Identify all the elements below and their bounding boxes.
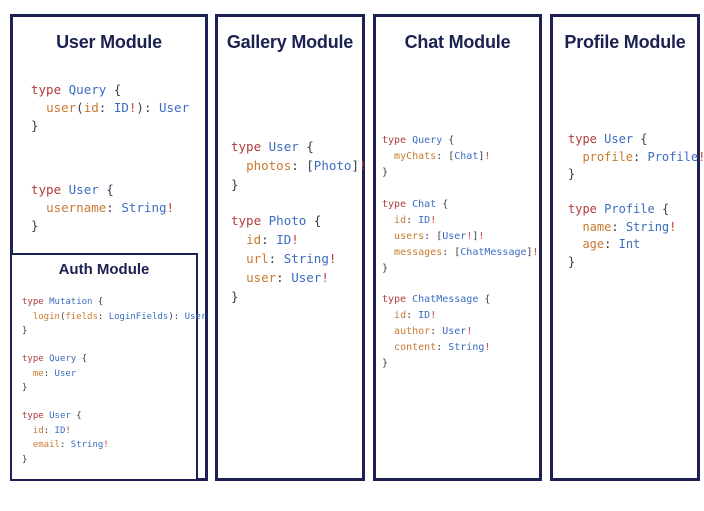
code-block: type User { id: ID! email: String! }	[22, 411, 109, 465]
code-block: type Query { myChats: [Chat]! }	[382, 135, 491, 178]
panel-title: Chat Module	[404, 32, 511, 52]
code-block: type User { photos: [Photo]! }	[231, 139, 367, 192]
panel-title: Gallery Module	[226, 32, 354, 52]
code-block: type Query { me: User }	[22, 354, 88, 393]
panel-gallery-module: Gallery Module type User { photos: [Phot…	[215, 14, 367, 481]
code-block: type Query { user(id: ID!): User }	[31, 82, 190, 133]
code-block: type Profile { name: String! age: Int }	[568, 202, 677, 269]
panel-title: Auth Module	[58, 261, 150, 278]
code-block: type User { profile: Profile! }	[568, 132, 704, 181]
panel-title: Profile Module	[564, 32, 686, 52]
code-block: type Mutation { login(fields: LoginField…	[22, 297, 207, 336]
panel-user-module: User Module type Query { user(id: ID!): …	[10, 14, 208, 481]
code-block: type ChatMessage { id: ID! author: User!…	[382, 294, 491, 369]
code-block: type Photo { id: ID! url: String! user: …	[231, 213, 337, 304]
code-block: type User { username: String! }	[31, 182, 175, 233]
panel-title: User Module	[56, 32, 162, 52]
panel-chat-module: Chat Module type Query { myChats: [Chat]…	[373, 14, 542, 481]
panel-auth-module: Auth Module type Mutation { login(fields…	[10, 253, 206, 481]
panel-profile-module: Profile Module type User { profile: Prof…	[550, 14, 704, 481]
code-block: type Chat { id: ID! users: [User!]! mess…	[382, 199, 539, 274]
